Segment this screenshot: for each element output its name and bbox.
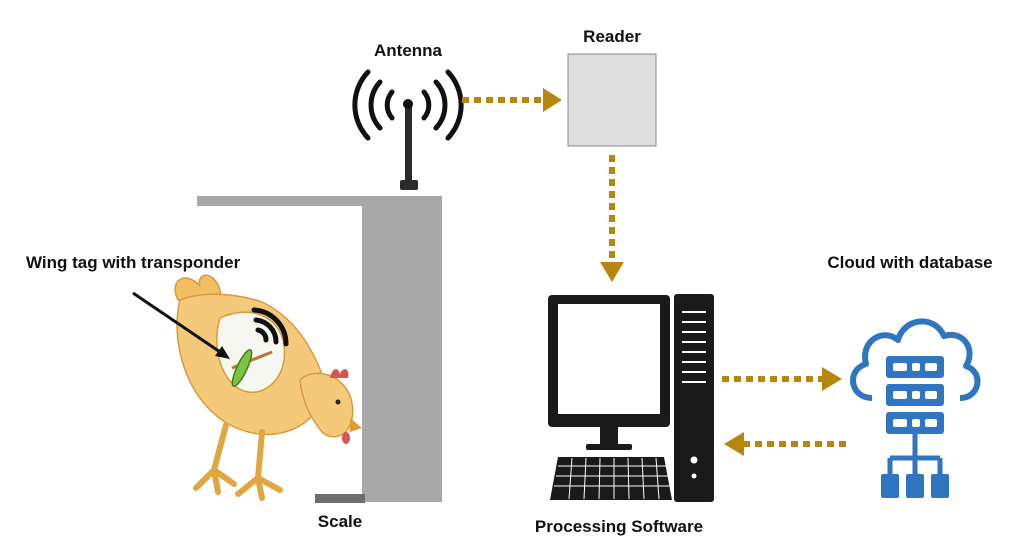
tag-pointer-head [215,346,230,359]
arrow-head-reader [543,88,562,112]
cloud-database-label: Cloud with database [827,253,992,272]
scale-label: Scale [318,512,362,531]
reader-label: Reader [583,27,641,46]
antenna-label: Antenna [374,41,443,60]
scale-platform [315,494,365,503]
antenna-signal-icon [352,69,464,190]
computer-tower [674,294,714,502]
tag-signal-icon [251,307,289,347]
arrow-head-computer [600,262,624,282]
cloud-server-icon [850,318,981,498]
flow-arrows [462,97,846,447]
scale-frame [197,196,442,503]
wing-tag-label: Wing tag with transponder [26,253,241,272]
network-nodes [881,474,949,498]
tag-pointer-line [132,291,227,358]
chicken-icon [174,274,362,501]
wing-tag [231,349,253,387]
network-branches [887,434,943,474]
frame-pillar [362,196,442,502]
arrow-heads [543,88,842,456]
frame-top-beam [197,196,442,206]
arrow-head-back [724,432,744,456]
arrow-head-cloud [822,367,842,391]
monitor-screen [558,304,660,414]
desktop-computer-icon [548,294,714,502]
cloud-outline [850,318,981,401]
database-server-stack [886,356,944,434]
processing-software-label: Processing Software [535,517,703,536]
reader-box [567,53,657,147]
